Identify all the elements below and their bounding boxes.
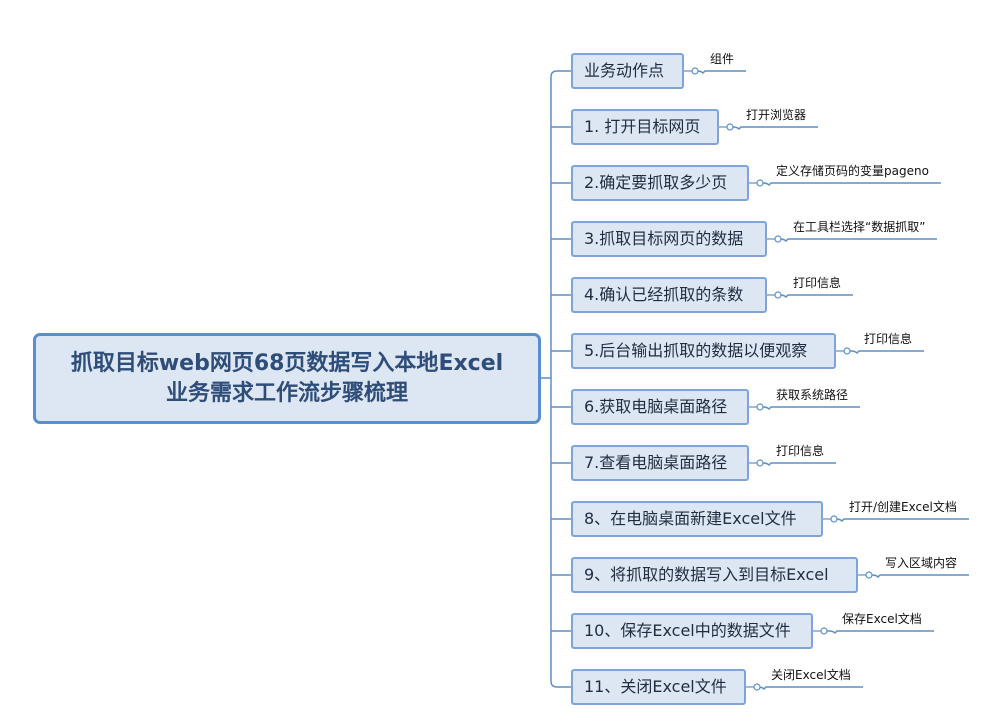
branch-label: 2.确定要抓取多少页	[584, 173, 728, 192]
collapse-toggle-icon	[753, 683, 761, 691]
leaf-underline	[835, 518, 969, 523]
leaf-underline	[732, 126, 818, 131]
branch-node[interactable]: 3.抓取目标网页的数据	[571, 221, 767, 257]
collapse-toggle-icon	[774, 235, 782, 243]
branch-node[interactable]: 6.获取电脑桌面路径	[571, 389, 749, 425]
branch-node[interactable]: 业务动作点	[571, 53, 684, 89]
leaf-note: 获取系统路径	[776, 388, 849, 402]
collapse-toggle-icon	[756, 403, 764, 411]
branch-node[interactable]: 2.确定要抓取多少页	[571, 165, 749, 201]
leaf-note: 写入区域内容	[885, 556, 958, 570]
branch-node[interactable]: 5.后台输出抓取的数据以便观察	[571, 333, 836, 369]
collapse-toggle-icon	[756, 179, 764, 187]
leaf-note: 打开/创建Excel文档	[849, 500, 957, 514]
branch-node[interactable]: 4.确认已经抓取的条数	[571, 277, 767, 313]
leaf-underline	[757, 686, 863, 691]
branch-node[interactable]: 11、关闭Excel文件	[571, 669, 746, 705]
leaf-underline	[696, 70, 746, 75]
leaf-note: 保存Excel文档	[842, 612, 922, 626]
branch-node[interactable]: 1. 打开目标网页	[571, 109, 719, 145]
leaf-note: 关闭Excel文档	[771, 668, 851, 682]
leaf-note: 打印信息	[776, 444, 825, 458]
collapse-toggle-icon	[830, 515, 838, 523]
collapse-toggle-icon	[726, 123, 734, 131]
branch-node[interactable]: 7.查看电脑桌面路径	[571, 445, 749, 481]
collapse-toggle-icon	[691, 67, 699, 75]
leaf-underline	[779, 294, 853, 299]
leaf-note: 打开浏览器	[746, 108, 807, 122]
branch-node[interactable]: 10、保存Excel中的数据文件	[571, 613, 813, 649]
branch-label: 3.抓取目标网页的数据	[584, 229, 744, 248]
branch-label: 6.获取电脑桌面路径	[584, 397, 728, 416]
leaf-underline	[779, 238, 937, 243]
branch-label: 11、关闭Excel文件	[584, 677, 727, 696]
leaf-underline	[762, 182, 941, 187]
branch-label: 4.确认已经抓取的条数	[584, 285, 744, 304]
leaf-note: 定义存储页码的变量pageno	[776, 164, 929, 178]
collapse-toggle-icon	[820, 627, 828, 635]
collapse-toggle-icon	[843, 347, 851, 355]
leaf-underline	[871, 574, 969, 579]
trunk-line	[550, 70, 558, 688]
leaf-underline	[827, 630, 934, 635]
leaf-underline	[762, 406, 860, 411]
leaf-underline	[762, 462, 836, 467]
root-topic[interactable]: 抓取目标web网页68页数据写入本地Excel 业务需求工作流步骤梳理	[33, 333, 541, 424]
collapse-toggle-icon	[756, 459, 764, 467]
leaf-note: 组件	[710, 52, 735, 66]
leaf-note: 打印信息	[864, 332, 913, 346]
branch-label: 5.后台输出抓取的数据以便观察	[584, 341, 808, 360]
branch-label: 1. 打开目标网页	[584, 117, 701, 136]
leaf-note: 打印信息	[793, 276, 842, 290]
branch-label: 8、在电脑桌面新建Excel文件	[584, 509, 797, 528]
root-title-line-2: 业务需求工作流步骤梳理	[165, 380, 408, 406]
branch-node[interactable]: 9、将抓取的数据写入到目标Excel	[571, 557, 858, 593]
branch-label: 7.查看电脑桌面路径	[584, 453, 728, 472]
collapse-toggle-icon	[865, 571, 873, 579]
root-title-line-1: 抓取目标web网页68页数据写入本地Excel	[70, 350, 504, 376]
branch-label: 9、将抓取的数据写入到目标Excel	[584, 565, 829, 584]
collapse-toggle-icon	[774, 291, 782, 299]
leaf-note: 在工具栏选择“数据抓取”	[793, 220, 926, 234]
leaf-underline	[850, 350, 924, 355]
branch-node[interactable]: 8、在电脑桌面新建Excel文件	[571, 501, 823, 537]
branch-label: 业务动作点	[584, 61, 665, 80]
branch-label: 10、保存Excel中的数据文件	[584, 621, 791, 640]
